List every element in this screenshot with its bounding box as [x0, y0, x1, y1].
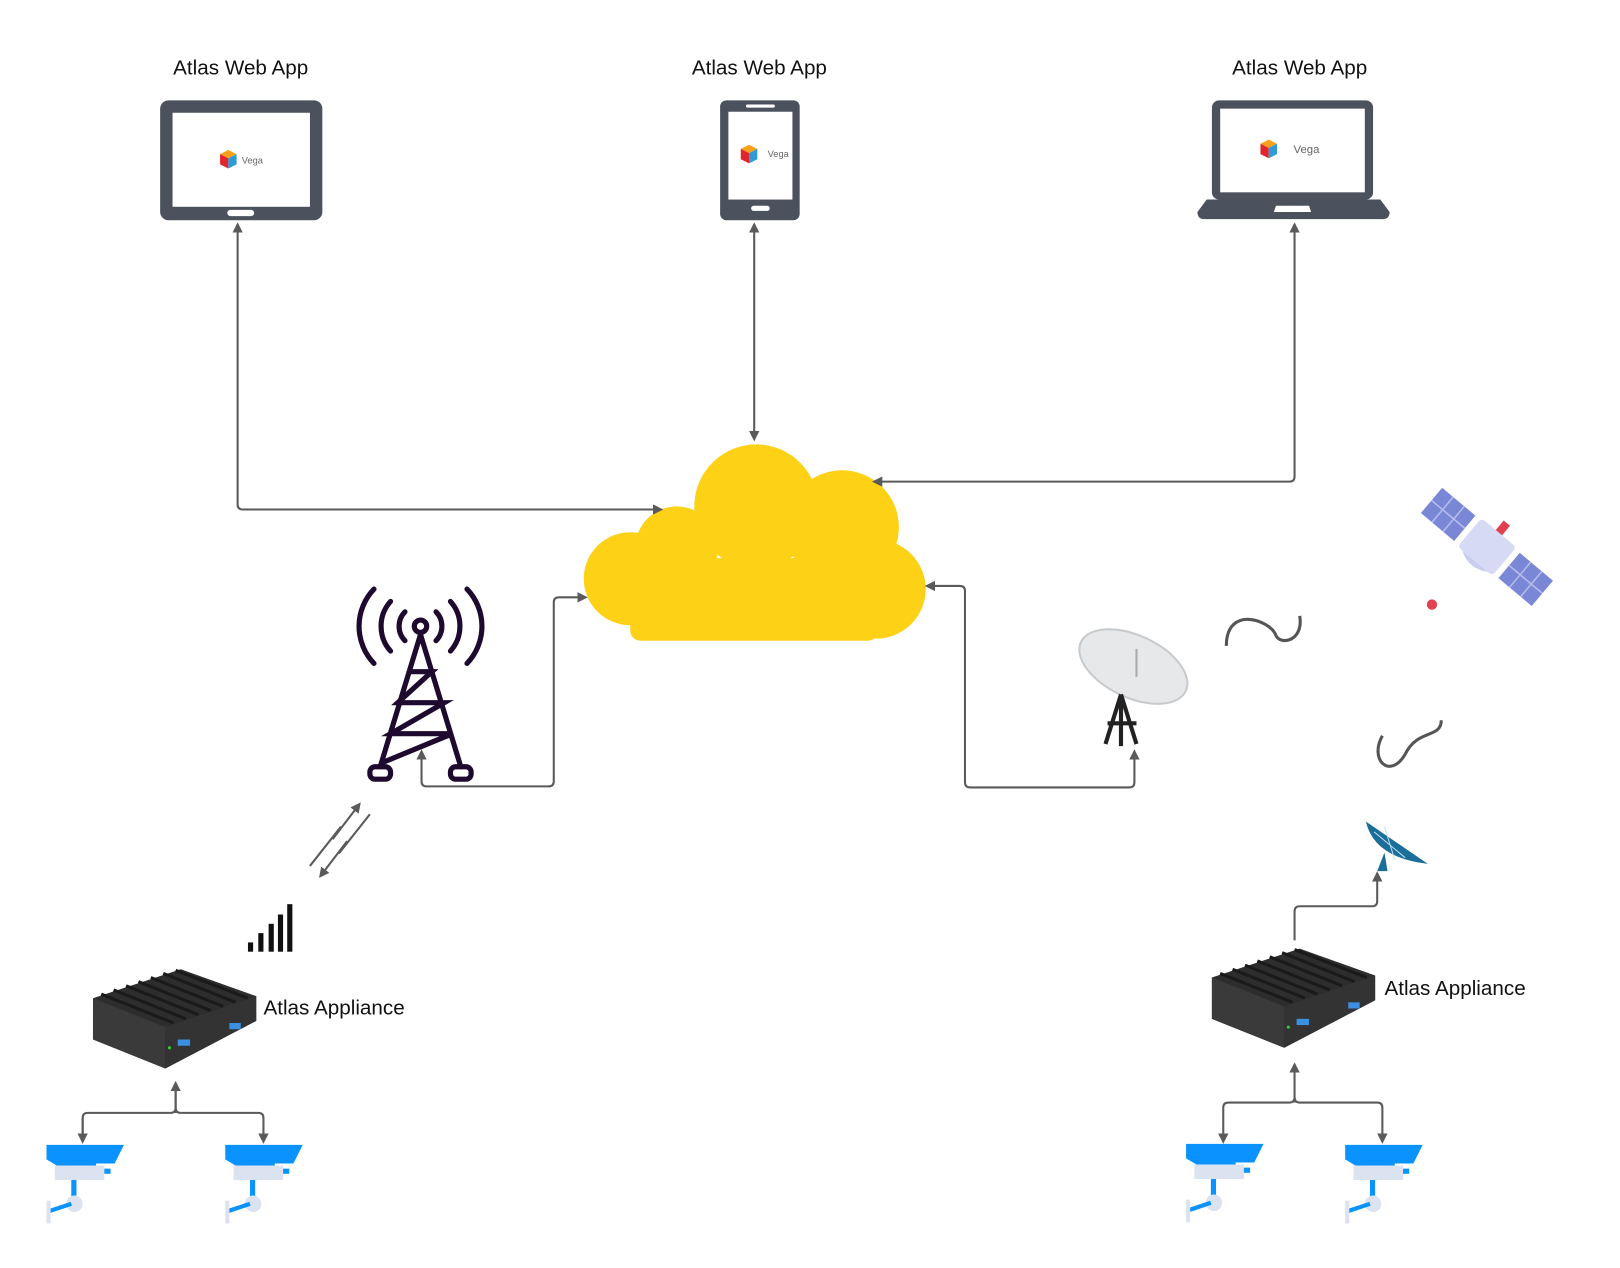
- device-label-phone: Atlas Web App: [692, 57, 827, 80]
- tablet-icon[interactable]: Vega: [160, 100, 323, 221]
- vega-logo-text: Vega: [242, 155, 264, 165]
- device-label-laptop: Atlas Web App: [1232, 57, 1367, 80]
- cloud-icon[interactable]: [583, 444, 926, 641]
- radio-wave-icon: [1376, 720, 1443, 768]
- security-camera-icon[interactable]: [46, 1145, 123, 1224]
- appliance-label-left: Atlas Appliance: [263, 997, 404, 1020]
- appliance-icon[interactable]: [91, 967, 258, 1070]
- vega-logo-text: Vega: [768, 149, 790, 159]
- satellite-dish-icon[interactable]: [1068, 614, 1199, 747]
- satellite-beacon: [1426, 599, 1438, 610]
- satellite-icon[interactable]: [1416, 477, 1562, 612]
- connectors: [77, 222, 1388, 1141]
- cell-tower-icon[interactable]: [356, 586, 485, 782]
- radio-wave-icon: [1224, 615, 1302, 646]
- security-camera-icon[interactable]: [225, 1145, 302, 1224]
- appliance-icon[interactable]: [1210, 947, 1377, 1050]
- phone-icon[interactable]: Vega: [720, 100, 800, 221]
- signal-bars-icon: [247, 904, 293, 952]
- security-camera-icon[interactable]: [1345, 1145, 1422, 1224]
- vega-logo-text: Vega: [1294, 144, 1321, 156]
- appliance-label-right: Atlas Appliance: [1384, 977, 1525, 1000]
- laptop-icon[interactable]: Vega: [1197, 100, 1390, 220]
- device-label-tablet: Atlas Web App: [173, 57, 308, 80]
- satellite-dish-icon[interactable]: [1365, 821, 1428, 872]
- security-camera-icon[interactable]: [1186, 1144, 1263, 1223]
- wireless-link-icon: [309, 802, 371, 878]
